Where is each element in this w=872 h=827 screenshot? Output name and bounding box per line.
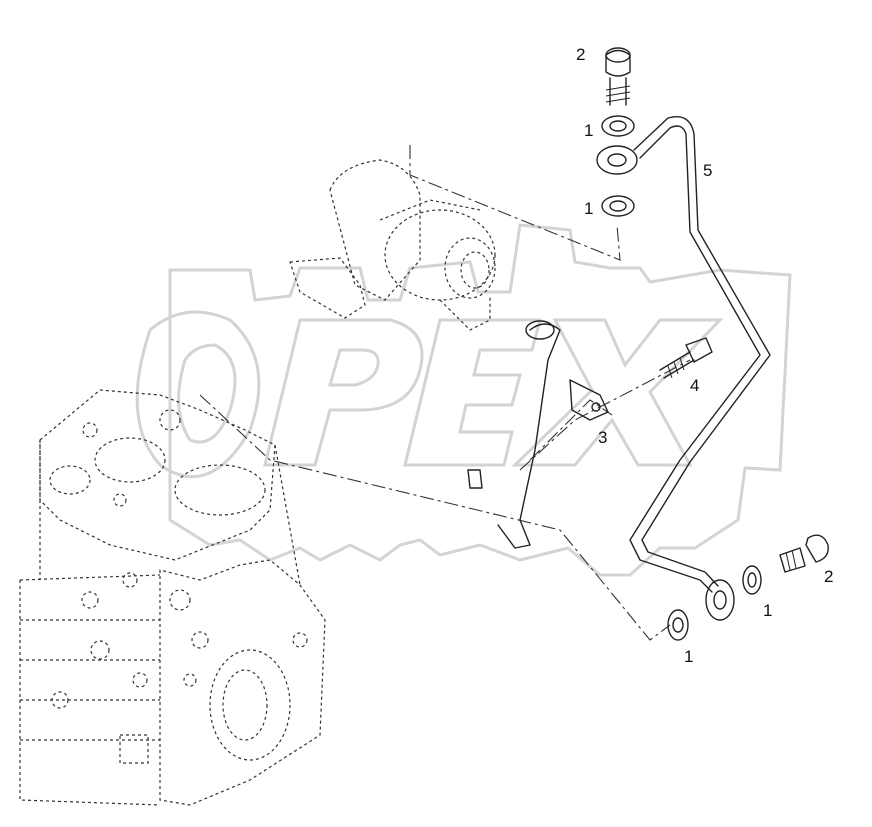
clamp-bolt <box>659 337 713 379</box>
callout-oil-pipe: 5 <box>703 161 712 180</box>
watermark-logo <box>135 223 792 577</box>
washer-top-upper <box>601 115 635 137</box>
clamp-bracket <box>467 320 609 549</box>
washer-top-lower <box>601 195 635 217</box>
washer-bottom-left <box>667 609 689 641</box>
engine-block <box>19 389 326 806</box>
banjo-bolt-bottom <box>779 534 829 573</box>
callout-washer-bottom-left: 1 <box>684 647 693 666</box>
callout-washer-bottom-right: 1 <box>763 601 772 620</box>
banjo-bolt-top <box>605 47 631 106</box>
callout-bolt-top: 2 <box>576 45 585 64</box>
turbocharger <box>289 159 496 331</box>
callout-bolt-bottom: 2 <box>824 567 833 586</box>
callout-washer-top-upper: 1 <box>584 121 593 140</box>
watermark-gear <box>168 223 792 577</box>
callout-washer-top-lower: 1 <box>584 199 593 218</box>
center-lines <box>199 145 691 641</box>
oil-pipe <box>596 116 771 621</box>
washer-bottom-right <box>742 565 762 595</box>
callout-clamp-bolt: 4 <box>690 376 699 395</box>
callout-clamp: 3 <box>598 428 607 447</box>
